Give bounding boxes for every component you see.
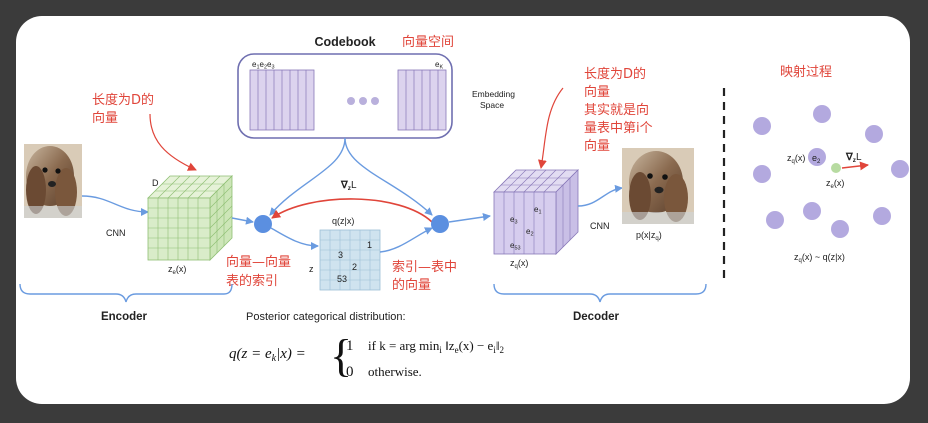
encoder-cube — [147, 175, 233, 261]
len-d-left-annotation-2: 向量 — [92, 110, 118, 126]
decoder-code-labels: e1 e3 e2 e53 — [510, 205, 542, 252]
cnn-right-label: CNN — [590, 221, 610, 231]
index-to-vec-annotation-1: 索引—表中 — [392, 260, 457, 275]
codebook-right-block — [397, 69, 447, 131]
formula-brace: { — [330, 330, 352, 381]
len-d-right-annotation-1: 长度为D的 — [584, 66, 646, 82]
decoder-brace — [493, 283, 707, 303]
map-ze-label: ze(x) — [826, 178, 844, 190]
grid-value: 53 — [337, 274, 347, 284]
embedding-points — [753, 105, 909, 238]
map-gradient-label: ∇zL — [845, 152, 862, 164]
svg-text:if k = arg mini ‖ze(x) − ei‖2: if k = arg mini ‖ze(x) − ei‖2 — [368, 338, 504, 355]
latent-to-node-arrow — [379, 227, 433, 253]
node-to-decoder-arrow — [448, 213, 491, 223]
grid-value: 3 — [338, 250, 343, 260]
grid-value: 1 — [367, 240, 372, 250]
map-bottom-label: zq(x) ~ q(z|x) — [794, 252, 845, 264]
len-d-right-annotation-2: 向量 — [584, 84, 610, 100]
len-d-left-annotation-1: 长度为D的 — [92, 92, 154, 108]
posterior-caption: Posterior categorical distribution: — [246, 311, 406, 323]
encoder-output-point — [831, 163, 841, 173]
gradient-label: ∇zL — [340, 180, 357, 192]
encoder-brace — [19, 283, 233, 303]
svg-text:e53: e53 — [510, 241, 521, 252]
map-gradient-arrow — [841, 161, 869, 171]
svg-text:e2: e2 — [526, 227, 534, 238]
encoder-title: Encoder — [101, 311, 148, 323]
qzx-label: q(z|x) — [332, 216, 354, 226]
codebook-ellipsis-dots — [347, 97, 379, 105]
map-zq-label: zq(x) — [787, 153, 805, 165]
input-dog-image — [24, 144, 82, 218]
posterior-formula: q(z = ek|x) = { 1 if k = arg mini ‖ze(x)… — [229, 330, 504, 381]
svg-text:otherwise.: otherwise. — [368, 364, 422, 379]
ze-label: ze(x) — [168, 264, 186, 276]
len-d-right-annotation-4: 量表中第i个 — [584, 121, 653, 136]
gradient-arrow — [271, 198, 433, 223]
decoder-to-output-arrow — [577, 184, 623, 207]
vec-to-index-annotation-2: 表的索引 — [226, 273, 278, 289]
len-d-left-arrow — [149, 113, 197, 171]
z-label: z — [309, 264, 314, 274]
cnn-left-label: CNN — [106, 228, 126, 238]
svg-text:e3: e3 — [510, 215, 518, 226]
latent-grid: 3 1 2 53 — [319, 229, 381, 291]
svg-text:0: 0 — [346, 364, 354, 380]
pxzq-label: p(x|zq) — [636, 230, 662, 242]
embedding-space-label-1: Embedding — [472, 89, 515, 99]
vector-space-annotation: 向量空间 — [402, 34, 454, 50]
svg-text:q(z = ek|x) =: q(z = ek|x) = — [229, 346, 306, 364]
input-to-encoder-arrow — [81, 195, 149, 216]
codebook-left-block — [249, 69, 315, 131]
decoder-title: Decoder — [573, 311, 620, 323]
node-to-latent-arrow — [270, 227, 319, 250]
mapping-annotation: 映射过程 — [780, 64, 832, 80]
right-node — [431, 215, 449, 233]
embedding-space-label-2: Space — [480, 100, 504, 110]
index-to-vec-annotation-2: 的向量 — [392, 277, 431, 293]
codebook-index-labels: e1e2e3 eK — [252, 60, 443, 71]
dim-d-label: D — [152, 178, 159, 188]
codebook-arrows — [269, 137, 433, 216]
len-d-right-annotation-3: 其实就是向 — [584, 102, 649, 118]
left-node — [254, 215, 272, 233]
grid-value: 2 — [352, 262, 357, 272]
vec-to-index-annotation-1: 向量—向量 — [226, 254, 291, 270]
len-d-right-annotation-5: 向量 — [584, 138, 610, 154]
svg-text:e1: e1 — [534, 205, 542, 216]
decoder-cube — [493, 169, 579, 255]
map-e2-label: e2 — [812, 153, 821, 165]
zq-label: zq(x) — [510, 258, 528, 270]
svg-text:1: 1 — [346, 338, 354, 354]
codebook-title: Codebook — [314, 35, 375, 49]
output-dog-image — [622, 148, 694, 224]
encoder-to-node-arrow — [231, 216, 254, 225]
len-d-right-arrow — [537, 87, 564, 169]
svg-text:e1e2e3: e1e2e3 — [252, 60, 275, 71]
svg-text:eK: eK — [435, 60, 443, 71]
